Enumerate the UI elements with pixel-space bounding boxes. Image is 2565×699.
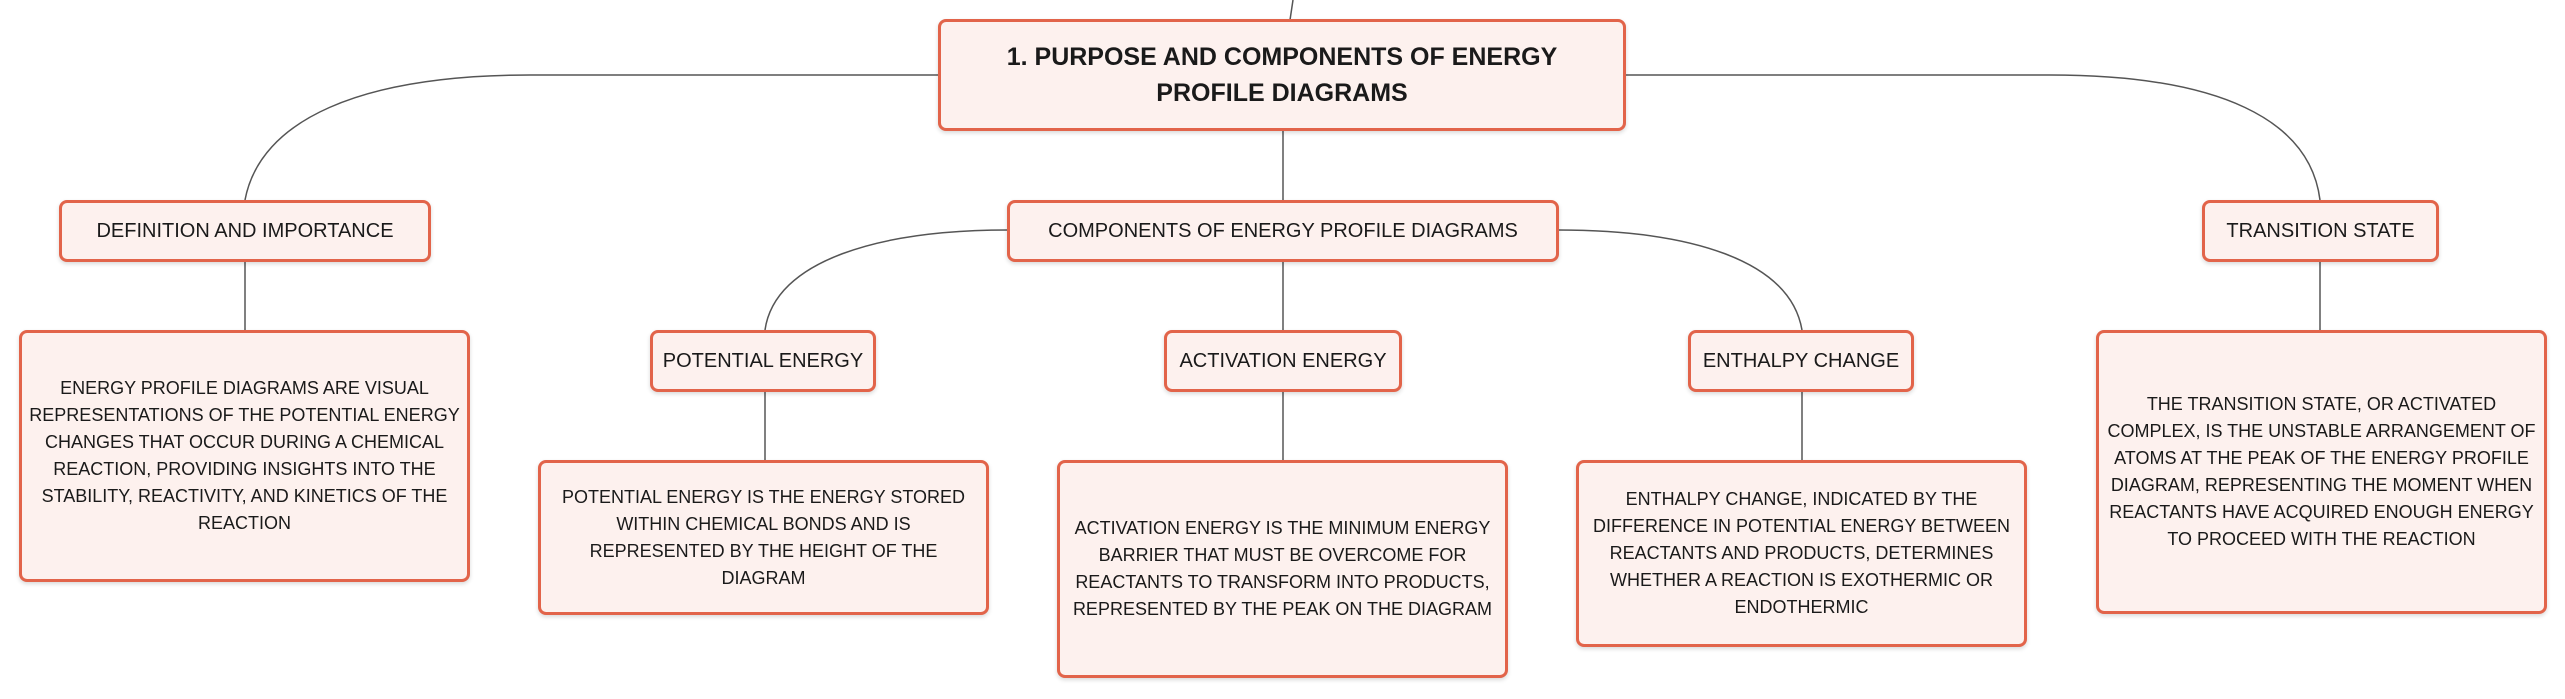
- node-activation-energy[interactable]: ACTIVATION ENERGY: [1164, 330, 1402, 392]
- connector-root-definition: [244, 74, 940, 201]
- node-transition-state[interactable]: TRANSITION STATE: [2202, 200, 2439, 262]
- node-activation-energy-text[interactable]: ACTIVATION ENERGY IS THE MINIMUM ENERGY …: [1057, 460, 1508, 678]
- node-components-of-energy-profile-diagrams[interactable]: COMPONENTS OF ENERGY PROFILE DIAGRAMS: [1007, 200, 1559, 262]
- connector-components-enthalpy: [1557, 229, 1803, 331]
- node-transition-state-text[interactable]: THE TRANSITION STATE, OR ACTIVATED COMPL…: [2096, 330, 2547, 614]
- node-enthalpy-change[interactable]: ENTHALPY CHANGE: [1688, 330, 1914, 392]
- node-definition-and-importance[interactable]: DEFINITION AND IMPORTANCE: [59, 200, 431, 262]
- node-enthalpy-change-text[interactable]: ENTHALPY CHANGE, INDICATED BY THE DIFFER…: [1576, 460, 2027, 647]
- root-node[interactable]: 1. PURPOSE AND COMPONENTS OF ENERGY PROF…: [938, 19, 1626, 131]
- node-potential-energy-text[interactable]: POTENTIAL ENERGY IS THE ENERGY STORED WI…: [538, 460, 989, 615]
- connector-components-potential: [764, 229, 1009, 331]
- node-potential-energy[interactable]: POTENTIAL ENERGY: [650, 330, 876, 392]
- connector-incoming: [1289, 0, 1294, 21]
- node-definition-text[interactable]: ENERGY PROFILE DIAGRAMS ARE VISUAL REPRE…: [19, 330, 470, 582]
- connector-root-transition: [1625, 74, 2321, 201]
